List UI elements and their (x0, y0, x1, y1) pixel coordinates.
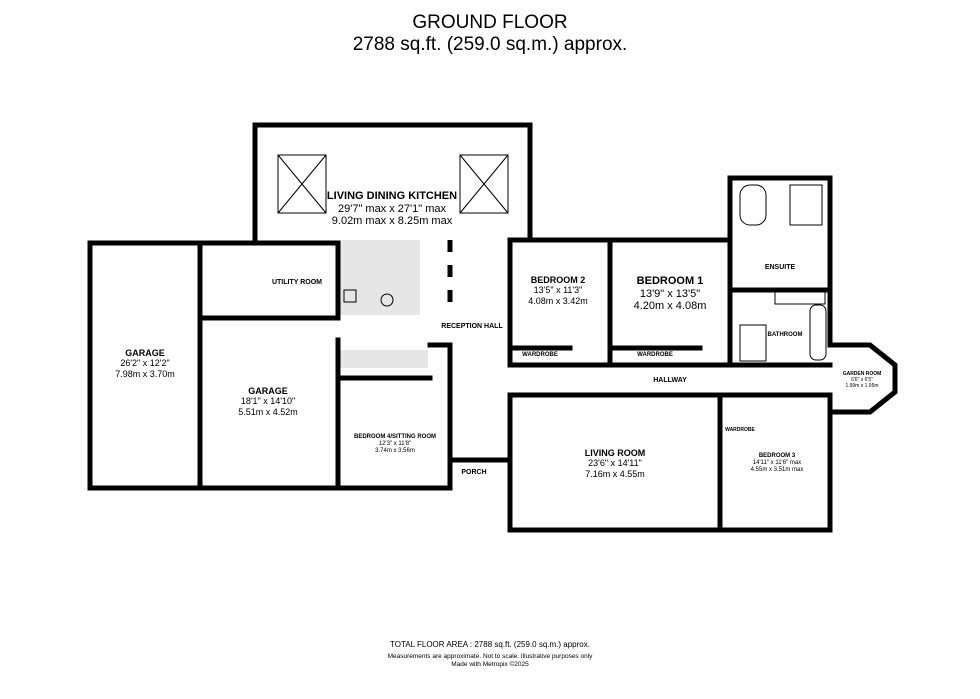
floor-area: 2788 sq.ft. (259.0 sq.m.) approx. (352, 34, 628, 55)
hob (380, 293, 394, 307)
room-imperial: 29'7" max x 27'1" max (337, 202, 447, 215)
room-ensuite: ENSUITE (764, 264, 796, 271)
room-metric: 4.55m x 3.51m max (750, 466, 804, 473)
basins (774, 289, 826, 305)
garden-room-wall (827, 342, 898, 415)
room-name: BEDROOM 3 (758, 453, 796, 459)
room-porch: PORCH (461, 469, 487, 476)
room-imperial: 13'9" x 13'5" (639, 287, 701, 300)
room-name: LIVING ROOM (584, 448, 646, 458)
rooflight (277, 154, 327, 214)
room-metric: 5.51m x 4.52m (238, 406, 298, 417)
ldk-wall (197, 122, 533, 246)
room-name: BEDROOM 2 (530, 275, 586, 285)
rooflight (459, 154, 509, 214)
room-metric: 7.16m x 4.55m (585, 468, 645, 479)
room-wardrobe-1: WARDROBE (637, 352, 673, 358)
bedroom-4-wall (335, 337, 453, 491)
room-imperial: 12'3" x 11'8" (378, 440, 412, 447)
room-imperial: 13'5" x 11'3" (533, 285, 583, 296)
room-name: GARDEN ROOM (842, 371, 882, 377)
room-hallway: HALLWAY (653, 377, 687, 384)
room-imperial: 26'2" x 12'2" (120, 358, 170, 369)
bath (809, 304, 827, 361)
living-room-wall (507, 392, 833, 533)
room-metric: 7.98m x 3.70m (115, 368, 175, 379)
garage2-wall (197, 240, 341, 491)
room-metric: 4.20m x 4.08m (633, 300, 707, 313)
kitchen-island (358, 240, 420, 315)
kitchen-counter-bottom (338, 350, 428, 368)
room-imperial: 18'1" x 14'10" (240, 396, 296, 407)
rooflight-cross (459, 154, 509, 214)
bedroom-wing-wall (507, 237, 833, 368)
room-imperial: 14'11" x 11'6" max (752, 459, 802, 466)
sink (343, 289, 357, 303)
room-metric: 4.08m x 3.42m (528, 295, 588, 306)
bath (739, 184, 767, 226)
room-imperial: 6'6" x 6'5" (851, 376, 873, 383)
reception-hall-wall (427, 342, 453, 491)
room-utility: UTILITY ROOM (271, 279, 323, 286)
room-name: BEDROOM 1 (636, 275, 704, 287)
room-metric: 1.99m x 1.95m (845, 382, 879, 389)
room-wardrobe-3: WARDROBE (725, 427, 755, 433)
room-reception-hall: RECEPTION HALL (441, 323, 503, 330)
garage-wall (87, 240, 203, 491)
shower (739, 324, 767, 362)
bedroom-wing-wall (507, 175, 833, 348)
room-imperial: 23'6" x 14'11" (588, 458, 642, 469)
credit: Made with Metropix ©2025 (451, 661, 529, 668)
room-name: GARAGE (125, 348, 165, 358)
room-bathroom: BATHROOM (767, 332, 803, 338)
shower (789, 184, 823, 226)
room-name: LIVING DINING KITCHEN (326, 190, 458, 202)
disclaimer: Measurements are approximate. Not to sca… (387, 653, 593, 660)
rooflight-cross (277, 154, 327, 214)
kitchen-counter (340, 240, 358, 315)
room-wardrobe-2: WARDROBE (522, 352, 558, 358)
utility-room-wall (252, 240, 341, 321)
total-floor-area: TOTAL FLOOR AREA : 2788 sq.ft. (259.0 sq… (390, 640, 590, 649)
floor-title: GROUND FLOOR (412, 12, 568, 33)
hallway-wall (507, 392, 833, 415)
room-name: BEDROOM 4/SITTING ROOM (353, 434, 437, 440)
room-metric: 3.74m x 3.56m (375, 447, 415, 454)
room-name: GARAGE (248, 386, 288, 396)
room-metric: 9.02m max x 8.25m max (331, 215, 453, 228)
